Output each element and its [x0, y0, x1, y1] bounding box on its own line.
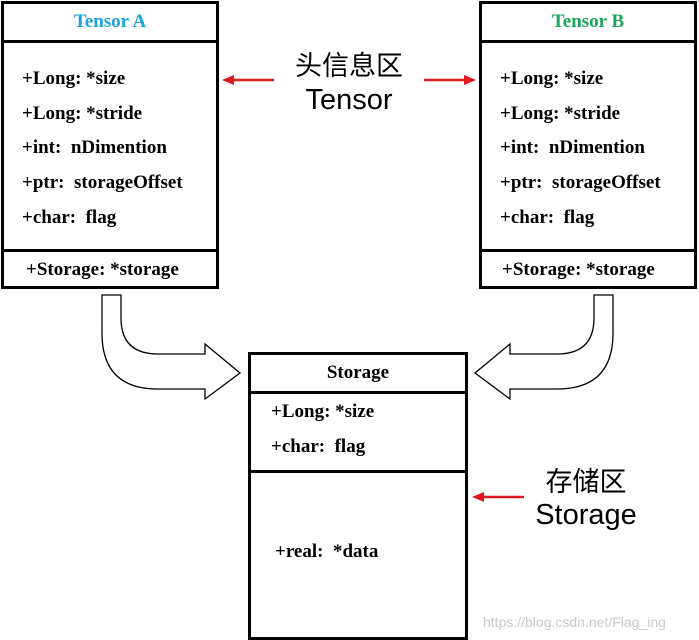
storage-zone-label-en: Storage — [535, 499, 637, 531]
tensor-b-field: +int: nDimention — [500, 137, 645, 158]
tensor-b-storage-field: +Storage: *storage — [502, 259, 655, 280]
storage-divider — [251, 470, 465, 473]
header-zone-label-cn: 头信息区 — [295, 51, 403, 82]
tensor-b-title: Tensor B — [482, 4, 694, 43]
storage-pointer-arrow — [472, 492, 524, 502]
tensor-a-box: Tensor A +Long: *size +Long: *stride +in… — [1, 1, 219, 289]
storage-zone-label-cn: 存储区 — [545, 467, 627, 498]
left-pointer-arrow — [222, 75, 274, 85]
tensor-a-divider — [4, 249, 216, 252]
tensor-b-divider — [482, 249, 694, 252]
storage-title: Storage — [251, 355, 465, 394]
tensor-a-field: +Long: *stride — [22, 103, 143, 124]
tensor-a-field: +ptr: storageOffset — [22, 172, 183, 193]
right-pointer-arrow — [424, 75, 476, 85]
tensor-a-storage-field: +Storage: *storage — [26, 259, 179, 280]
tensor-b-field: +Long: *size — [500, 68, 604, 89]
tensor-b-box: Tensor B +Long: *size +Long: *stride +in… — [479, 1, 697, 289]
storage-field: +Long: *size — [271, 401, 375, 422]
tensor-a-field: +int: nDimention — [22, 137, 167, 158]
curved-arrow-right — [473, 294, 614, 401]
storage-data-field: +real: *data — [275, 541, 379, 562]
tensor-a-field: +Long: *size — [22, 68, 126, 89]
curved-arrow-left — [101, 294, 242, 401]
storage-field: +char: flag — [271, 436, 366, 457]
storage-box: Storage +Long: *size +char: flag +real: … — [248, 352, 468, 640]
watermark: https://blog.csdn.net/Flag_ing — [483, 614, 666, 630]
tensor-b-field: +Long: *stride — [500, 103, 621, 124]
tensor-b-field: +char: flag — [500, 207, 595, 228]
tensor-b-field: +ptr: storageOffset — [500, 172, 661, 193]
tensor-a-field: +char: flag — [22, 207, 117, 228]
header-zone-label-en: Tensor — [305, 84, 393, 116]
tensor-a-title: Tensor A — [4, 4, 216, 43]
